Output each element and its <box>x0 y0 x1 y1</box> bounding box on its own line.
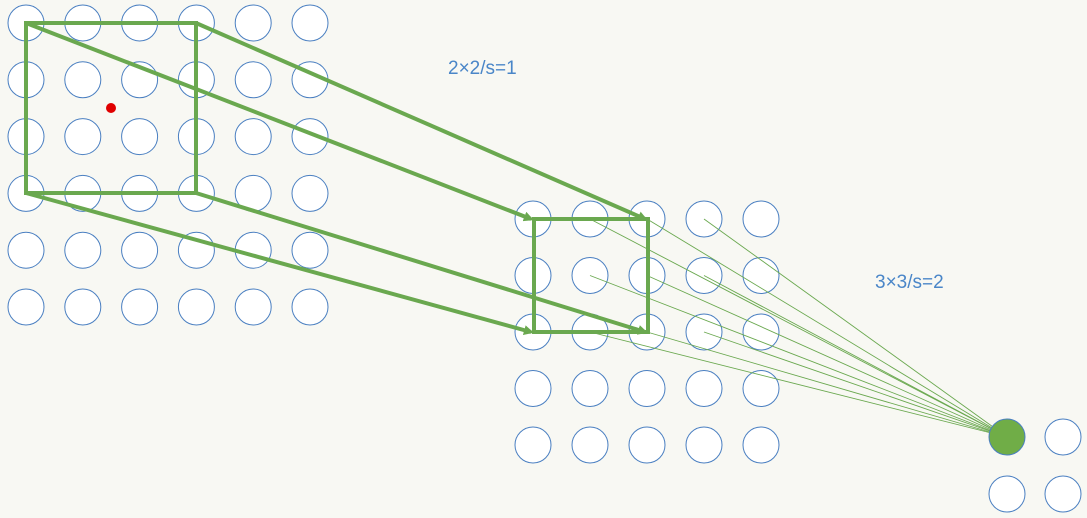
arrow-top-left <box>25 21 534 222</box>
input-neuron <box>64 231 102 269</box>
receptive-center-dot <box>106 103 116 113</box>
output-neuron <box>1044 475 1082 513</box>
connection-line <box>589 331 1008 438</box>
input-neuron <box>121 231 159 269</box>
input-neuron <box>64 118 102 156</box>
hidden-neuron <box>514 426 552 464</box>
arrow-top-right <box>195 21 648 221</box>
layer1-kernel-label: 2×2/s=1 <box>448 58 517 79</box>
output-neuron <box>1044 418 1082 456</box>
input-neuron <box>234 4 272 42</box>
hidden-neuron <box>742 426 780 464</box>
layer2-kernel-label: 3×3/s=2 <box>875 272 944 293</box>
input-neuron <box>7 231 45 269</box>
input-layer-grid <box>7 4 329 326</box>
connection-line <box>703 218 1008 438</box>
hidden-neuron <box>742 200 780 238</box>
input-neuron <box>234 118 272 156</box>
input-window-box <box>24 21 198 195</box>
input-neuron <box>234 61 272 99</box>
hidden-neuron <box>571 426 609 464</box>
input-neuron <box>291 288 329 326</box>
arrow-bottom-left <box>25 191 534 335</box>
input-neuron <box>121 118 159 156</box>
input-neuron <box>64 61 102 99</box>
hidden-window-box <box>532 217 650 334</box>
output-neuron <box>988 418 1026 456</box>
projection-arrows <box>25 21 648 335</box>
connection-line <box>646 218 1008 438</box>
output-layer-grid <box>988 418 1082 513</box>
input-neuron <box>7 288 45 326</box>
input-neuron <box>177 288 215 326</box>
hidden-neuron <box>685 426 723 464</box>
input-neuron <box>291 231 329 269</box>
hidden-neuron <box>685 370 723 407</box>
fan-lines <box>589 218 1008 438</box>
connection-line <box>646 331 1008 438</box>
connection-line <box>703 331 1008 438</box>
hidden-neuron <box>628 370 666 407</box>
hidden-neuron <box>742 370 780 407</box>
arrow-bottom-right <box>195 191 648 335</box>
output-neuron <box>988 475 1026 513</box>
hidden-neuron <box>514 370 552 407</box>
connection-line <box>589 275 1008 438</box>
input-neuron <box>234 288 272 326</box>
connection-line <box>703 275 1008 438</box>
input-neuron <box>291 174 329 212</box>
input-neuron <box>291 4 329 42</box>
connection-line <box>589 218 1008 438</box>
hidden-neuron <box>571 370 609 407</box>
connection-line <box>646 275 1008 438</box>
hidden-neuron <box>628 426 666 464</box>
input-neuron <box>64 288 102 326</box>
input-neuron <box>121 288 159 326</box>
